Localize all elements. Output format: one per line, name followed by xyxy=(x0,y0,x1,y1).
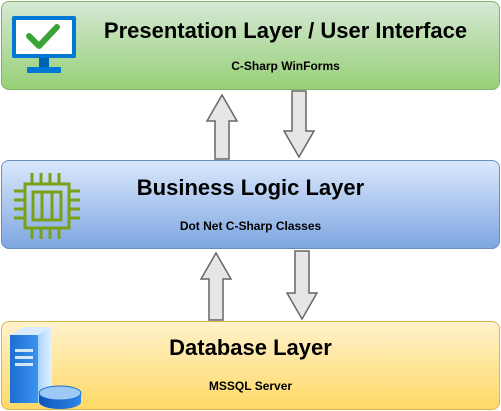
database-layer-box: Database Layer MSSQL Server xyxy=(1,321,500,410)
database-layer-title: Database Layer xyxy=(169,335,332,360)
database-layer-subtitle: MSSQL Server xyxy=(208,379,293,393)
arrow-up-business-to-presentation xyxy=(206,93,238,160)
monitor-checkmark-icon xyxy=(12,16,76,73)
arrow-down-business-to-database xyxy=(286,250,318,321)
presentation-layer-title: Presentation Layer / User Interface xyxy=(103,18,468,43)
business-logic-layer-box: Business Logic Layer Dot Net C-Sharp Cla… xyxy=(1,160,500,249)
database-server-icon xyxy=(10,327,82,409)
arrow-down-presentation-to-business xyxy=(283,90,315,159)
business-logic-layer-subtitle: Dot Net C-Sharp Classes xyxy=(179,219,322,233)
presentation-layer-subtitle: C-Sharp WinForms xyxy=(231,59,340,73)
cpu-chip-icon xyxy=(14,173,80,239)
presentation-layer-box: Presentation Layer / User Interface C-Sh… xyxy=(1,1,500,90)
business-logic-layer-title: Business Logic Layer xyxy=(136,175,365,200)
arrow-up-database-to-business xyxy=(200,251,232,321)
